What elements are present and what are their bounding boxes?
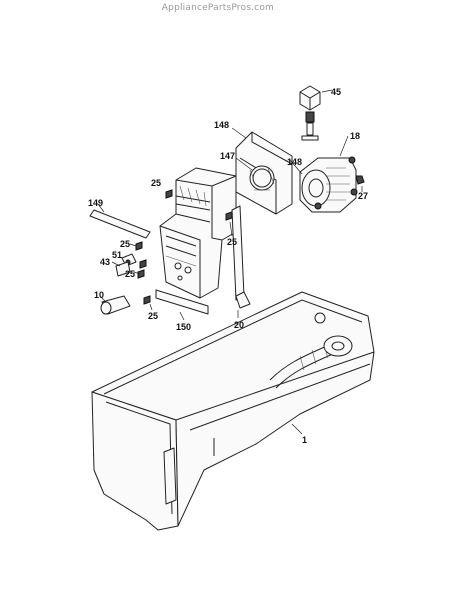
part-18-motor[interactable] — [299, 156, 358, 213]
part-1-ice-bucket[interactable] — [91, 291, 375, 531]
callout-148-top: 148 — [214, 120, 229, 130]
callout-148-right: 148 — [287, 157, 302, 167]
part-20-rail[interactable] — [231, 205, 251, 309]
part-149-strip[interactable] — [89, 209, 151, 239]
part-150-bracket[interactable] — [155, 289, 209, 315]
callout-147: 147 — [220, 151, 235, 161]
callout-45: 45 — [331, 87, 341, 97]
callout-43: 43 — [100, 257, 110, 267]
part-25-screw-b[interactable] — [225, 211, 233, 221]
callout-10: 10 — [94, 290, 104, 300]
callout-25-b: 25 — [227, 237, 237, 247]
watermark: AppliancePartsPros.com — [161, 3, 274, 13]
callout-149: 149 — [88, 198, 103, 208]
part-147-gear[interactable] — [252, 168, 272, 188]
part-10-knob[interactable] — [100, 295, 131, 315]
callout-25-c: 25 — [120, 239, 130, 249]
callout-25-a: 25 — [151, 178, 161, 188]
part-45-switch[interactable] — [299, 85, 321, 141]
callout-25-e: 25 — [148, 311, 158, 321]
part-25-screw-c[interactable] — [135, 241, 143, 251]
callout-1: 1 — [302, 435, 307, 445]
callout-150: 150 — [176, 322, 191, 332]
callout-20: 20 — [234, 320, 244, 330]
part-housing[interactable] — [159, 167, 237, 299]
callout-27: 27 — [358, 191, 368, 201]
callout-18: 18 — [350, 131, 360, 141]
callout-51: 51 — [112, 250, 122, 260]
part-25-screw-e[interactable] — [143, 295, 151, 305]
part-27-screw[interactable] — [355, 175, 365, 185]
part-25-screw-d[interactable] — [137, 259, 147, 279]
part-25-screw-a[interactable] — [165, 189, 173, 199]
callout-25-d: 25 — [125, 269, 135, 279]
